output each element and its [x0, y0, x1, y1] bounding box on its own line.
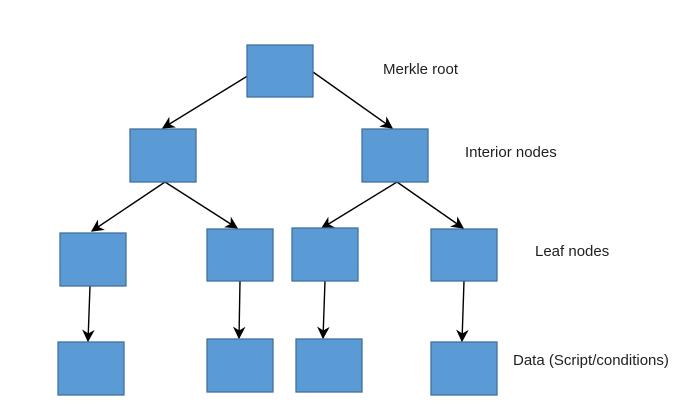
- label-merkle-root: Merkle root: [383, 61, 459, 78]
- edge-root-to-int-left: [161, 71, 255, 129]
- node-data-3: [295, 338, 363, 393]
- node-interior-left: [129, 128, 197, 183]
- edge-int-right-to-leaf-4: [396, 181, 465, 229]
- node-interior-right: [361, 128, 429, 183]
- edge-leaf-2-to-data-2: [232, 280, 246, 340]
- node-data-2: [206, 338, 274, 393]
- node-merkle-root: [246, 44, 314, 98]
- edge-root-to-int-right: [312, 71, 394, 129]
- node-data-1: [57, 341, 125, 396]
- edge-leaf-1-to-data-1: [82, 285, 95, 343]
- node-leaf-2: [206, 228, 274, 282]
- edge-int-right-to-leaf-3: [320, 181, 398, 229]
- label-leaf-nodes: Leaf nodes: [535, 243, 610, 260]
- edge-leaf-3-to-data-3: [317, 280, 330, 340]
- node-leaf-1: [59, 232, 127, 287]
- label-interior-nodes: Interior nodes: [465, 144, 557, 161]
- node-leaf-4: [430, 228, 498, 282]
- label-data-script-conditions: Data (Script/conditions): [513, 352, 669, 369]
- edge-int-left-to-leaf-1: [90, 181, 166, 232]
- edge-leaf-4-to-data-4: [456, 280, 469, 343]
- node-leaf-3: [291, 227, 359, 282]
- edge-int-left-to-leaf-2: [164, 181, 239, 229]
- node-data-4: [430, 341, 498, 396]
